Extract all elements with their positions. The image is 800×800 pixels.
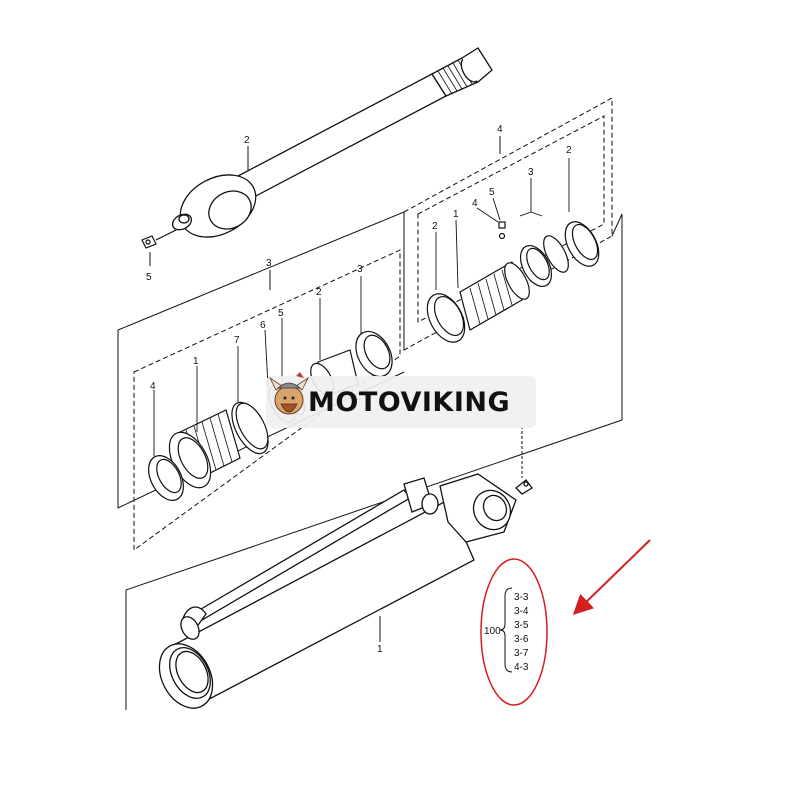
cylinder-tube [158,473,533,709]
piston-rod [171,47,493,238]
seal-kit-list: 100 3-3 3-4 3-5 3-6 3-7 4-3 [480,558,548,706]
piston-leaders [435,158,570,290]
callout-head-item-4: 4 [150,381,156,392]
head-leaders [153,276,362,456]
kit-brace [499,587,513,673]
kit-item: 3-6 [514,634,529,645]
callout-piston-seal-left: 2 [432,221,438,232]
callout-piston-fitting-b: 4 [472,198,478,209]
highlight-circle [480,558,548,706]
callout-head-group: 3 [266,258,272,269]
kit-item: 3-5 [514,620,529,631]
callout-piston-ring: 3 [528,167,534,178]
brand-watermark: MOTOVIKING [266,372,536,428]
callout-head-seal-3: 3 [357,264,363,275]
kit-item: 4-3 [514,662,529,673]
callout-head-item-7: 7 [234,335,240,346]
kit-label: 100 [484,626,501,637]
arrow-icon [572,539,651,615]
callout-tube: 1 [377,644,383,655]
brand-name: MOTOVIKING [308,387,510,418]
callout-rod-grease-fitting: 5 [146,272,152,283]
piston-parts [426,221,600,343]
rod-grease-fitting [141,229,177,249]
callout-head-item-1: 1 [193,356,199,367]
callout-piston-group: 4 [497,124,503,135]
kit-item: 3-3 [514,592,529,603]
callout-head-item-6: 6 [260,320,266,331]
callout-rod: 2 [244,135,250,146]
callout-head-seal-2: 2 [316,287,322,298]
head-group-frame [117,211,623,551]
callout-piston-seal-right: 2 [566,145,572,156]
kit-item: 3-4 [514,606,529,617]
cylinder-tube-frame [125,419,623,710]
callout-head-item-5: 5 [278,308,284,319]
callout-piston-fitting-a: 5 [489,187,495,198]
kit-item: 3-7 [514,648,529,659]
piston-group-frame [403,97,613,351]
viking-logo-icon [268,372,310,415]
callout-piston: 1 [453,209,459,220]
